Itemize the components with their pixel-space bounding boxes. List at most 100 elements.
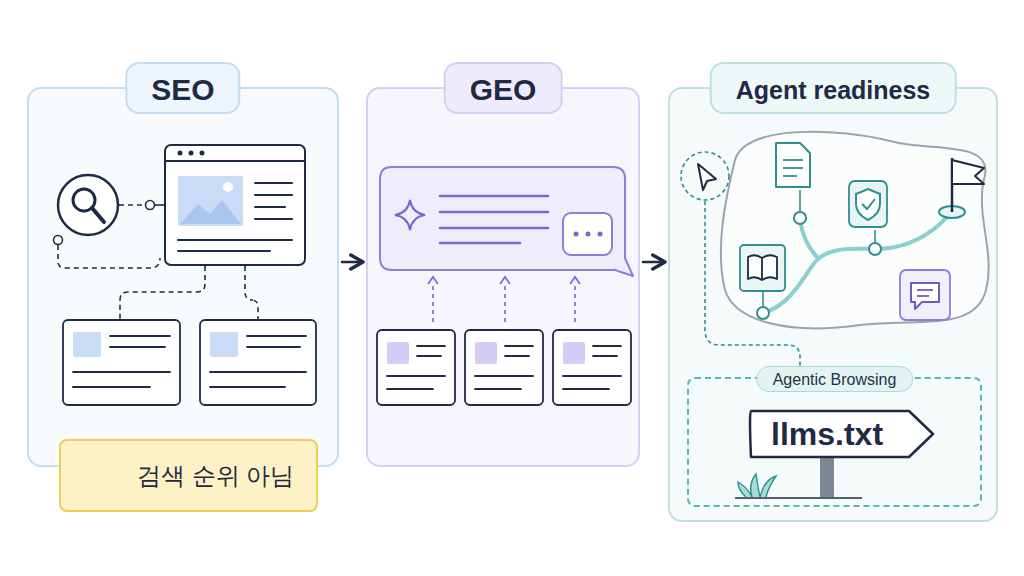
panel-title: SEO xyxy=(125,62,240,114)
panel-ground xyxy=(27,87,339,467)
browser-window xyxy=(200,151,205,156)
chat-bubble xyxy=(586,232,591,237)
browser-window xyxy=(165,160,305,162)
source-card xyxy=(387,388,433,390)
chat-bubble xyxy=(395,200,425,230)
browser-window xyxy=(178,250,270,252)
book-icon xyxy=(740,245,785,291)
document-icon xyxy=(783,160,803,176)
browser-window xyxy=(165,145,305,265)
dashed-link xyxy=(119,204,145,206)
cursor-icon xyxy=(681,152,729,200)
source-card xyxy=(387,375,445,377)
panel-ground xyxy=(27,87,998,522)
source-arrow xyxy=(428,277,438,284)
journey-map xyxy=(757,307,769,319)
browser-window xyxy=(255,218,292,220)
source-card xyxy=(377,330,455,405)
source-card xyxy=(505,355,529,357)
source-card xyxy=(563,342,585,364)
chat-bubble xyxy=(440,196,548,243)
shield-icon xyxy=(856,189,880,220)
result-card xyxy=(210,386,285,388)
shield-icon xyxy=(849,181,887,227)
chat-icon xyxy=(900,270,950,320)
source-card xyxy=(475,342,497,364)
source-card xyxy=(553,330,631,405)
journey-map xyxy=(799,190,801,212)
chat-bubble xyxy=(615,258,633,276)
link-dot xyxy=(54,201,155,245)
book-icon xyxy=(748,255,777,280)
chat-bubble xyxy=(440,227,548,230)
dashed-group: llms.txtAgentic Browsing xyxy=(687,377,982,507)
browser-window xyxy=(255,182,292,184)
stage-panel: llms.txtAgentic BrowsingAgent readiness xyxy=(668,87,998,522)
chat-icon xyxy=(917,295,929,297)
cursor-icon xyxy=(705,201,800,372)
warning-box: 검색 순위 아님 xyxy=(59,439,318,512)
shield-icon xyxy=(862,199,875,209)
browser-window xyxy=(178,239,292,241)
chat-bubble xyxy=(440,195,548,198)
stage-panel: 검색 순위 아님SEO xyxy=(27,87,339,467)
source-card xyxy=(563,388,609,390)
warning-text: 검색 순위 아님 xyxy=(61,460,316,492)
result-card xyxy=(63,320,180,405)
result-card xyxy=(210,336,306,387)
chat-bubble xyxy=(380,167,633,276)
source-arrow xyxy=(504,282,506,322)
source-arrow xyxy=(574,282,576,322)
document-icon xyxy=(783,167,803,169)
dashed-link xyxy=(58,245,160,268)
chat-icon xyxy=(917,289,933,291)
flow-arrow xyxy=(342,261,363,264)
result-card xyxy=(247,335,306,337)
result-card xyxy=(110,335,170,337)
result-card xyxy=(73,371,170,373)
source-card xyxy=(377,330,455,405)
sign-board: llms.txt xyxy=(747,409,935,459)
source-card xyxy=(553,330,631,405)
chat-icon xyxy=(900,270,950,320)
panel-ground xyxy=(366,87,640,467)
chat-bubble xyxy=(440,211,548,214)
browser-window xyxy=(178,151,183,156)
browser-window xyxy=(255,194,292,196)
chat-bubble xyxy=(380,167,625,270)
document-icon xyxy=(776,143,810,187)
journey-map xyxy=(794,212,806,224)
flow-arrow xyxy=(643,261,665,264)
panel-title: GEO xyxy=(444,62,563,114)
result-card xyxy=(63,320,316,405)
result-card xyxy=(247,346,300,348)
source-card xyxy=(593,355,617,357)
chat-icon xyxy=(911,283,939,309)
link-dot xyxy=(146,201,155,210)
dashed-link xyxy=(155,204,165,206)
source-arrow xyxy=(570,277,580,284)
search-icon xyxy=(92,208,104,222)
cursor-icon xyxy=(698,164,716,190)
browser-window xyxy=(180,200,241,224)
chat-bubble xyxy=(574,232,579,237)
chat-bubble xyxy=(440,242,520,245)
source-card xyxy=(465,330,543,405)
journey-map xyxy=(762,291,764,307)
chat-icon xyxy=(917,290,933,296)
result-card xyxy=(210,371,306,373)
browser-window xyxy=(178,176,243,226)
result-card xyxy=(73,386,150,388)
book-icon xyxy=(740,245,785,291)
chat-bubble xyxy=(598,232,603,237)
panel-ground xyxy=(668,87,998,522)
result-card xyxy=(210,332,238,357)
panel-title: Agent readiness xyxy=(710,62,957,114)
browser-window xyxy=(255,206,285,208)
journey-map xyxy=(721,132,989,329)
journey-map xyxy=(800,220,818,258)
result-card xyxy=(73,336,170,387)
browser-window xyxy=(189,151,194,156)
document-icon xyxy=(783,175,797,177)
stage-panel: GEO xyxy=(366,87,640,467)
